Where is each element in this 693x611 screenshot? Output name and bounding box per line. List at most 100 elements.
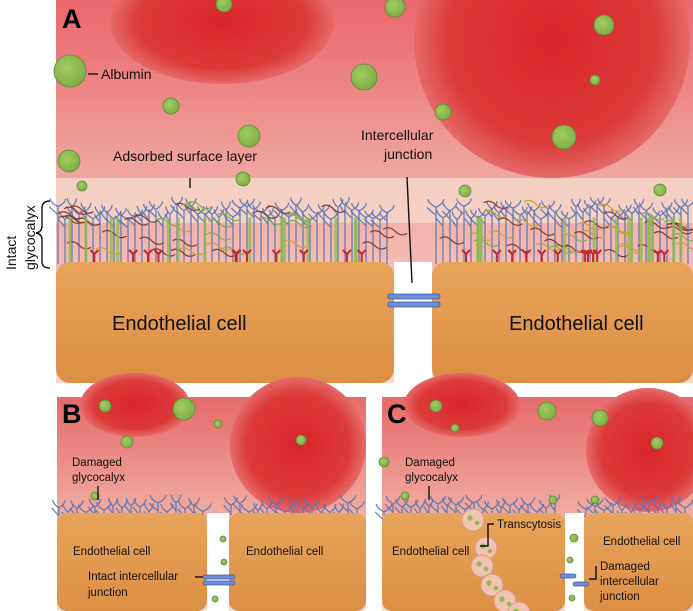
glycocalyx-strand: [57, 211, 72, 264]
glycocalyx-strand: [576, 501, 595, 518]
damaged-label-line1: Damaged: [72, 457, 122, 469]
glycocalyx-strand: [238, 198, 255, 264]
damaged-glycocalyx-fibers: [374, 494, 693, 521]
glycocalyx-strand: [402, 499, 419, 516]
proteoglycan-chain: [102, 229, 127, 239]
glycocalyx-strand: [220, 201, 231, 264]
albumin-molecule: [458, 184, 472, 198]
albumin-molecule: [487, 548, 493, 554]
proteoglycan-chain: [257, 216, 283, 226]
albumin-molecule: [215, 0, 233, 13]
proteoglycan-chain: [282, 239, 308, 248]
proteoglycan-chain: [489, 230, 514, 239]
glycocalyx-strand: [464, 210, 477, 264]
proteoglycan-chain: [174, 202, 200, 212]
albumin-molecule: [483, 566, 489, 572]
proteoglycan-chain: [124, 217, 149, 226]
albumin-molecule: [537, 401, 557, 421]
glycocalyx-strand: [114, 207, 127, 264]
albumin-molecule: [467, 515, 473, 521]
glycocalyx-strand: [350, 202, 367, 264]
red-blood-cell: [80, 373, 190, 437]
junction-leader: [406, 176, 413, 284]
proteoglycan-chain: [382, 227, 408, 236]
albumin-molecule: [476, 561, 482, 567]
glycocalyx-strand: [169, 494, 182, 515]
glycocalyx-strand: [616, 502, 627, 519]
junction-label-line3: junction: [599, 591, 640, 603]
albumin-molecule: [548, 495, 558, 505]
glycocalyx-strand: [204, 206, 219, 264]
proteoglycan-chain: [207, 219, 233, 228]
glycocalyx-strand: [680, 198, 693, 264]
albumin-molecule: [213, 419, 223, 429]
glycocalyx-strand: [224, 208, 241, 264]
proteoglycan-chain: [133, 214, 159, 223]
glycocalyx-strand: [588, 196, 605, 264]
glycocalyx-strand: [652, 500, 663, 518]
glycocalyx-strand: [540, 200, 555, 264]
endothelial-cell: [57, 513, 207, 611]
glycocalyx-strand: [357, 209, 374, 264]
albumin-label: Albumin: [101, 66, 152, 82]
glycocalyx-strand: [288, 497, 299, 515]
junction-label-line2: junction: [383, 146, 432, 162]
glycocalyx-strand: [476, 501, 490, 519]
glycocalyx-strand: [268, 209, 282, 264]
glycocalyx-strand: [637, 202, 654, 264]
glycocalyx-strand: [526, 202, 541, 264]
glycocalyx-strand: [100, 204, 113, 264]
panel-label-b: B: [62, 399, 82, 429]
proteoglycan-chain: [362, 241, 387, 250]
albumin-molecule: [120, 435, 134, 449]
proteoglycan-chain: [62, 214, 88, 224]
albumin-molecule: [235, 171, 251, 187]
glycocalyx-strand: [252, 502, 263, 519]
proteoglycan-chain: [529, 227, 555, 236]
glycocalyx-strand: [447, 496, 465, 515]
proteoglycan-chain: [498, 217, 523, 226]
junction-label-line2: intercellular: [600, 576, 659, 588]
proteoglycan-chain: [150, 248, 176, 257]
glycocalyx-strand: [246, 201, 262, 264]
glycocalyx-strand: [308, 206, 325, 264]
glycocalyx-strand: [65, 198, 78, 264]
glycocalyx-strand: [559, 210, 578, 264]
albumin-molecule: [569, 533, 579, 543]
glycocalyx-strand: [105, 210, 122, 264]
albumin-molecule: [211, 595, 219, 603]
albumin-molecule: [493, 585, 499, 591]
glycocalyx-strand: [83, 210, 102, 264]
proteoglycan-chain: [598, 203, 624, 213]
junction-label-line1: Intact intercellular: [88, 571, 178, 583]
albumin-molecules: [53, 0, 667, 198]
glycocalyx-strand: [512, 501, 525, 519]
transcytosis-vesicle: [480, 573, 504, 597]
proteoglycan-chain: [321, 204, 346, 213]
red-blood-cell: [110, 0, 334, 84]
glycocalyx-strand: [429, 496, 447, 515]
albumin-molecule: [593, 14, 615, 36]
adsorbed-layer-label: Adsorbed surface layer: [113, 148, 257, 164]
albumin-molecule: [653, 183, 667, 197]
proteoglycan-chain: [187, 201, 212, 210]
glycocalyx-strand: [639, 495, 658, 515]
glycocalyx-strand: [423, 498, 434, 515]
glycocalyx-strand: [660, 500, 673, 518]
glycocalyx-strand: [164, 206, 175, 264]
glycocalyx-strand: [107, 498, 118, 515]
proteoglycan-chain: [206, 232, 231, 241]
albumin-molecule: [591, 409, 609, 427]
glycocalyx-label-line1: Intact: [3, 236, 19, 270]
intact-junction: [202, 574, 236, 586]
panel-label-a: A: [62, 4, 82, 34]
proteoglycan-chain: [535, 242, 561, 252]
endothelial-cell: [229, 513, 366, 611]
glycocalyx-strand: [343, 202, 360, 264]
junction-label-line1: Damaged: [600, 561, 650, 573]
glycocalyx-strand: [115, 499, 128, 517]
glycocalyx-strand: [261, 208, 274, 264]
glycocalyx-strand: [212, 209, 225, 264]
glycocalyx-strand: [302, 498, 321, 516]
